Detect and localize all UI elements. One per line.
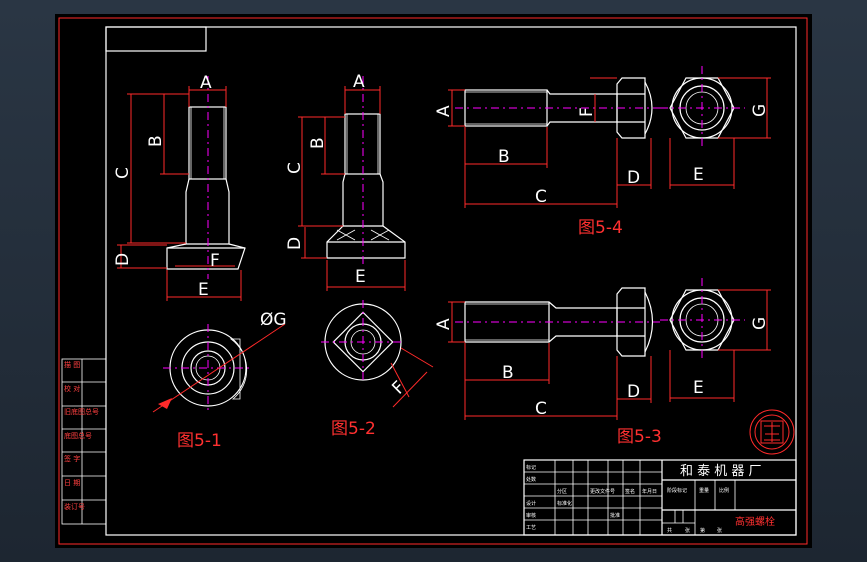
fig2-label-e: E [355, 267, 366, 287]
side-label-2: 校 对 [64, 384, 80, 393]
fig2-label-c: C [285, 162, 305, 174]
fig2-label-b: B [308, 137, 328, 149]
fig1-label-e: E [198, 280, 209, 300]
fig2-label-d: D [285, 237, 305, 250]
fig3-label-e: E [693, 378, 704, 398]
side-label-5: 签 字 [64, 454, 80, 463]
part-name: 高强螺栓 [735, 515, 775, 528]
figure-5-2-top-view: F [321, 300, 434, 408]
fig4-label-d: D [627, 168, 640, 188]
tb-label-2: 分区 [557, 488, 567, 495]
figure-5-1-side-view: A B C D F E [113, 73, 246, 301]
figure-5-3-end-view: E G [660, 278, 771, 402]
figure-5-4-side-view: A F B C D [434, 77, 660, 208]
side-label-4: 底图总号 [64, 431, 92, 440]
figure-5-4-end-view: E G [660, 66, 771, 189]
tb-label-17: 张 [717, 527, 722, 534]
fig3-label-b: B [502, 363, 514, 383]
tb-label-13: 比例 [719, 487, 729, 494]
fig3-label-a: A [434, 318, 454, 330]
tb-label-9: 工艺 [526, 525, 536, 531]
fig4-label-f: F [577, 107, 597, 117]
cad-drawing: 描 图 校 对 旧底图总号 底图总号 签 字 日 期 装订号 A B C [58, 17, 808, 545]
tb-label-5: 年月日 [642, 488, 657, 495]
tb-label-1: 处数 [526, 476, 536, 483]
fig1-label-g: ØG [260, 310, 287, 330]
tb-label-15: 张 [685, 527, 690, 534]
fig4-label-c: C [535, 187, 547, 207]
outer-border [58, 17, 808, 545]
side-label-1: 描 图 [64, 360, 80, 369]
fig3-caption: 图5-3 [617, 427, 662, 447]
drawing-sheet: 描 图 校 对 旧底图总号 底图总号 签 字 日 期 装订号 A B C [55, 14, 812, 548]
tb-label-8: 审核 [526, 512, 536, 519]
tb-label-6: 设计 [526, 500, 536, 507]
fig3-label-d: D [627, 382, 640, 402]
fig2-label-a: A [353, 72, 365, 92]
side-label-6: 日 期 [64, 479, 80, 487]
fig1-label-c: C [113, 167, 133, 179]
tb-label-0: 标记 [526, 464, 536, 471]
fig4-label-b: B [498, 147, 510, 167]
fig4-label-a: A [434, 105, 454, 117]
inner-border [105, 26, 797, 536]
tb-label-7: 标准化 [557, 500, 572, 507]
tb-label-12: 重量 [699, 487, 709, 494]
fig2-caption: 图5-2 [331, 419, 376, 439]
fig3-label-g: G [750, 317, 770, 330]
corner-box [105, 26, 207, 52]
tb-label-4: 签名 [625, 488, 635, 495]
company-seal [749, 409, 795, 455]
fig1-label-f: F [210, 251, 220, 271]
side-label-7: 装订号 [64, 502, 85, 511]
tb-label-16: 第 [700, 527, 705, 534]
side-label-3: 旧底图总号 [64, 407, 99, 416]
figure-5-1-top-view: ØG [152, 310, 287, 413]
fig1-label-b: B [146, 135, 166, 147]
figure-5-3-side-view: A B C D [434, 287, 660, 420]
tb-label-11: 阶段标记 [667, 487, 687, 494]
title-block: 和 泰 机 器 厂 高强螺栓 标记 处数 分区 更改文件号 签名 年月日 设计 … [523, 459, 797, 536]
fig1-caption: 图5-1 [177, 431, 222, 451]
fig2-label-f: F [388, 377, 409, 398]
company-name: 和 泰 机 器 厂 [680, 464, 762, 479]
side-table: 描 图 校 对 旧底图总号 底图总号 签 字 日 期 装订号 [61, 358, 107, 525]
fig4-caption: 图5-4 [578, 218, 623, 238]
tb-label-10: 批准 [610, 512, 620, 519]
figure-5-2-side-view: A B C D E [285, 72, 406, 291]
tb-label-3: 更改文件号 [590, 488, 615, 495]
tb-label-14: 共 [667, 527, 672, 534]
fig4-label-g: G [750, 104, 770, 117]
fig1-label-a: A [200, 73, 212, 93]
fig3-label-c: C [535, 399, 547, 419]
fig1-label-d: D [113, 253, 133, 266]
fig4-label-e: E [693, 165, 704, 185]
